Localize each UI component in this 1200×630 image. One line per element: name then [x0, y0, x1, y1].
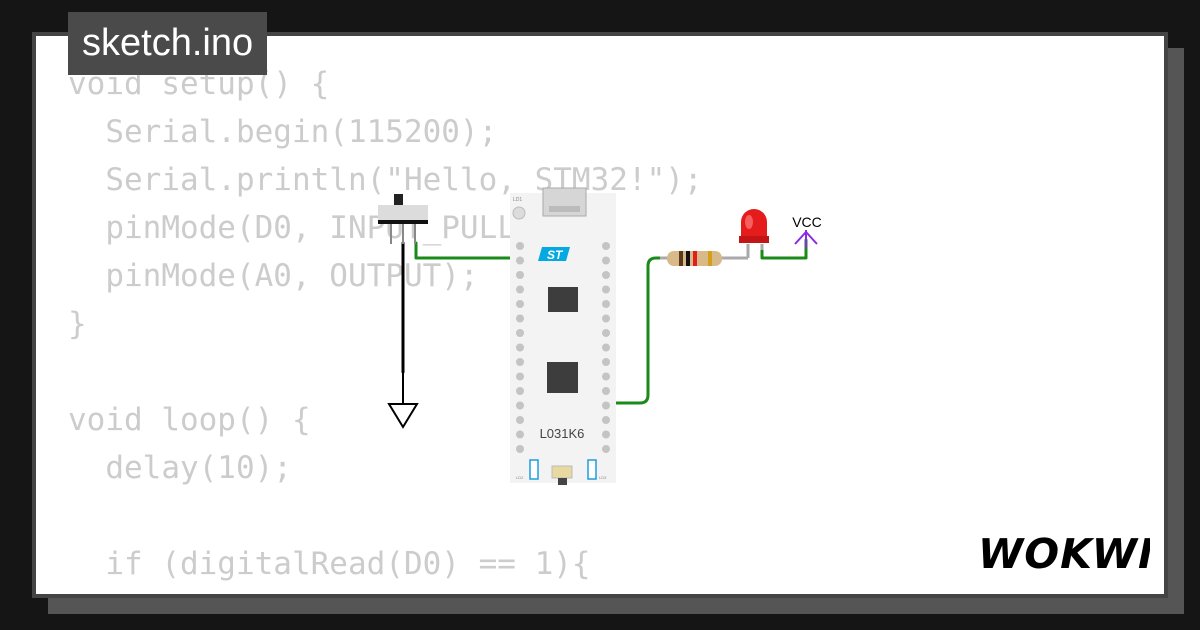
code-line: Serial.begin(115200); [68, 114, 498, 150]
header-pin[interactable] [602, 329, 610, 337]
led-ld3 [587, 459, 597, 480]
header-pin[interactable] [602, 285, 610, 294]
header-pin[interactable] [516, 242, 524, 250]
slide-switch[interactable] [378, 194, 428, 244]
vcc-symbol: VCC [792, 214, 822, 248]
file-tab[interactable]: sketch.ino [68, 12, 268, 75]
wokwi-brand-text: WOKWI [978, 530, 1150, 574]
wire-board-to-resistor[interactable] [604, 256, 668, 405]
header-pin[interactable] [516, 401, 524, 410]
header-pin[interactable] [516, 256, 524, 265]
red-led[interactable] [736, 209, 769, 260]
code-background: void setup() { Serial.begin(115200); Ser… [68, 60, 703, 588]
header-pin[interactable] [602, 314, 610, 323]
code-line: void setup() { [68, 66, 330, 102]
wokwi-logo: WOKWI [978, 530, 1150, 574]
ground-symbol [387, 372, 419, 429]
code-line: void loop() { [68, 402, 311, 438]
svg-text:ST: ST [547, 248, 564, 262]
header-pin[interactable] [516, 300, 524, 308]
code-line: delay(10); [68, 450, 292, 486]
st-logo: ST [538, 247, 570, 262]
user-button[interactable] [551, 465, 573, 479]
wire-led-to-vcc[interactable] [760, 238, 808, 260]
header-pin[interactable] [602, 256, 610, 265]
header-pin[interactable] [516, 358, 524, 366]
pin-header-right [602, 242, 610, 453]
resistor[interactable] [660, 251, 736, 266]
header-pin[interactable] [516, 271, 524, 279]
header-pin[interactable] [516, 372, 524, 381]
reset-button[interactable] [512, 206, 526, 220]
board-led-label: LD1 [513, 197, 522, 203]
board-led-label: LD2 [516, 475, 524, 480]
wire-switch-to-board[interactable] [414, 241, 522, 260]
header-pin[interactable] [602, 358, 610, 366]
header-pin[interactable] [602, 430, 610, 439]
header-pin[interactable] [602, 445, 610, 453]
code-line: if (digitalRead(D0) == 1){ [68, 546, 591, 582]
code-line: } [68, 306, 87, 342]
header-pin[interactable] [602, 387, 610, 395]
header-pin[interactable] [516, 430, 524, 439]
nucleo-board[interactable]: LD1 ST L031K6 LD2 LD3 [510, 187, 616, 485]
header-pin[interactable] [516, 314, 524, 323]
small-chip [548, 287, 578, 312]
led-ld2 [529, 459, 539, 480]
header-pin[interactable] [516, 285, 524, 294]
header-pin[interactable] [516, 416, 524, 424]
header-pin[interactable] [516, 329, 524, 337]
vcc-label: VCC [792, 214, 822, 230]
header-pin[interactable] [516, 343, 524, 352]
header-pin[interactable] [516, 387, 524, 395]
header-pin[interactable] [516, 445, 524, 453]
header-pin[interactable] [602, 271, 610, 279]
header-pin[interactable] [602, 300, 610, 308]
header-pin[interactable] [602, 343, 610, 352]
header-pin[interactable] [602, 242, 610, 250]
board-led-label: LD3 [599, 475, 607, 480]
wires [401, 238, 808, 405]
pin-header-left [516, 242, 524, 453]
board-model-label: L031K6 [540, 426, 585, 441]
header-pin[interactable] [602, 416, 610, 424]
header-pin[interactable] [602, 401, 610, 410]
header-pin[interactable] [602, 372, 610, 381]
mcu-chip [547, 362, 578, 393]
